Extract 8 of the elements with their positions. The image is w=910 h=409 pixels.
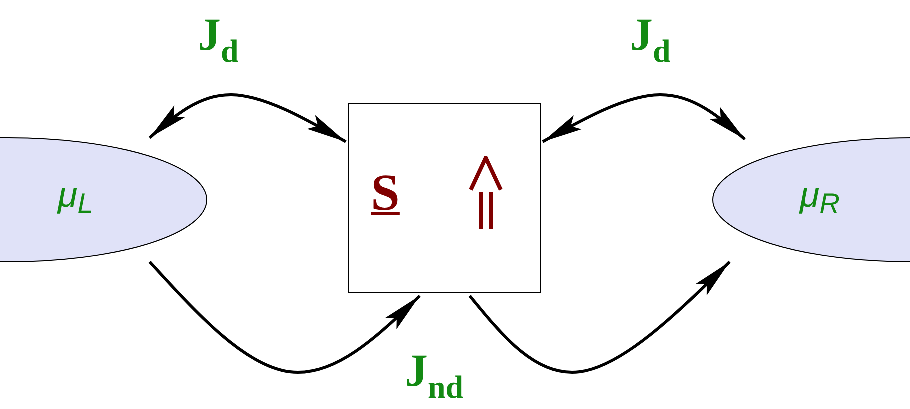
arrow — [468, 260, 731, 374]
chemical-potential-label: μ$_{R}$ — [800, 177, 840, 218]
arrow — [148, 94, 347, 144]
system-box — [348, 103, 541, 293]
chemical-potential-label: μ$_{L}$ — [58, 177, 94, 218]
arrow — [148, 260, 422, 374]
arrow — [542, 94, 746, 144]
spin-label: S — [371, 168, 400, 220]
